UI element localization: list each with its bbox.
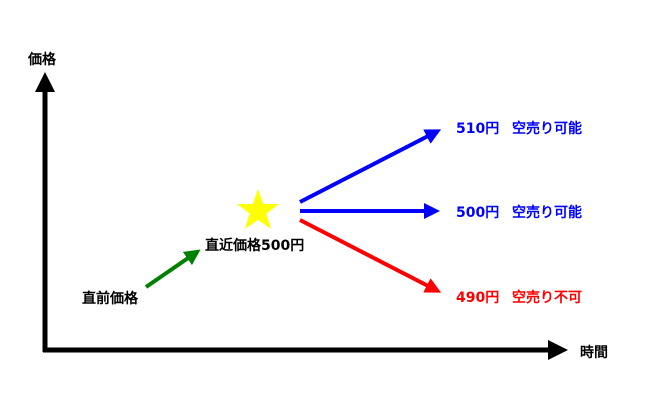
trend-arrow	[144, 249, 201, 289]
x-axis-label: 時間	[580, 344, 608, 361]
scenario-status: 空売り可能	[512, 204, 582, 221]
scenario-price: 490円	[456, 290, 499, 306]
arrow-up	[299, 129, 442, 204]
star-icon	[237, 189, 279, 229]
arrow-down	[299, 218, 442, 293]
scenario-status: 空売り可能	[512, 120, 582, 137]
scenario-status: 空売り不可	[512, 289, 582, 306]
previous-price-label: 直前価格	[82, 290, 139, 307]
scenario-price: 510円	[456, 121, 499, 137]
y-axis-label: 価格	[27, 51, 57, 68]
scenario-price: 500円	[456, 205, 499, 221]
recent-price-label: 直近価格500円	[205, 237, 304, 254]
